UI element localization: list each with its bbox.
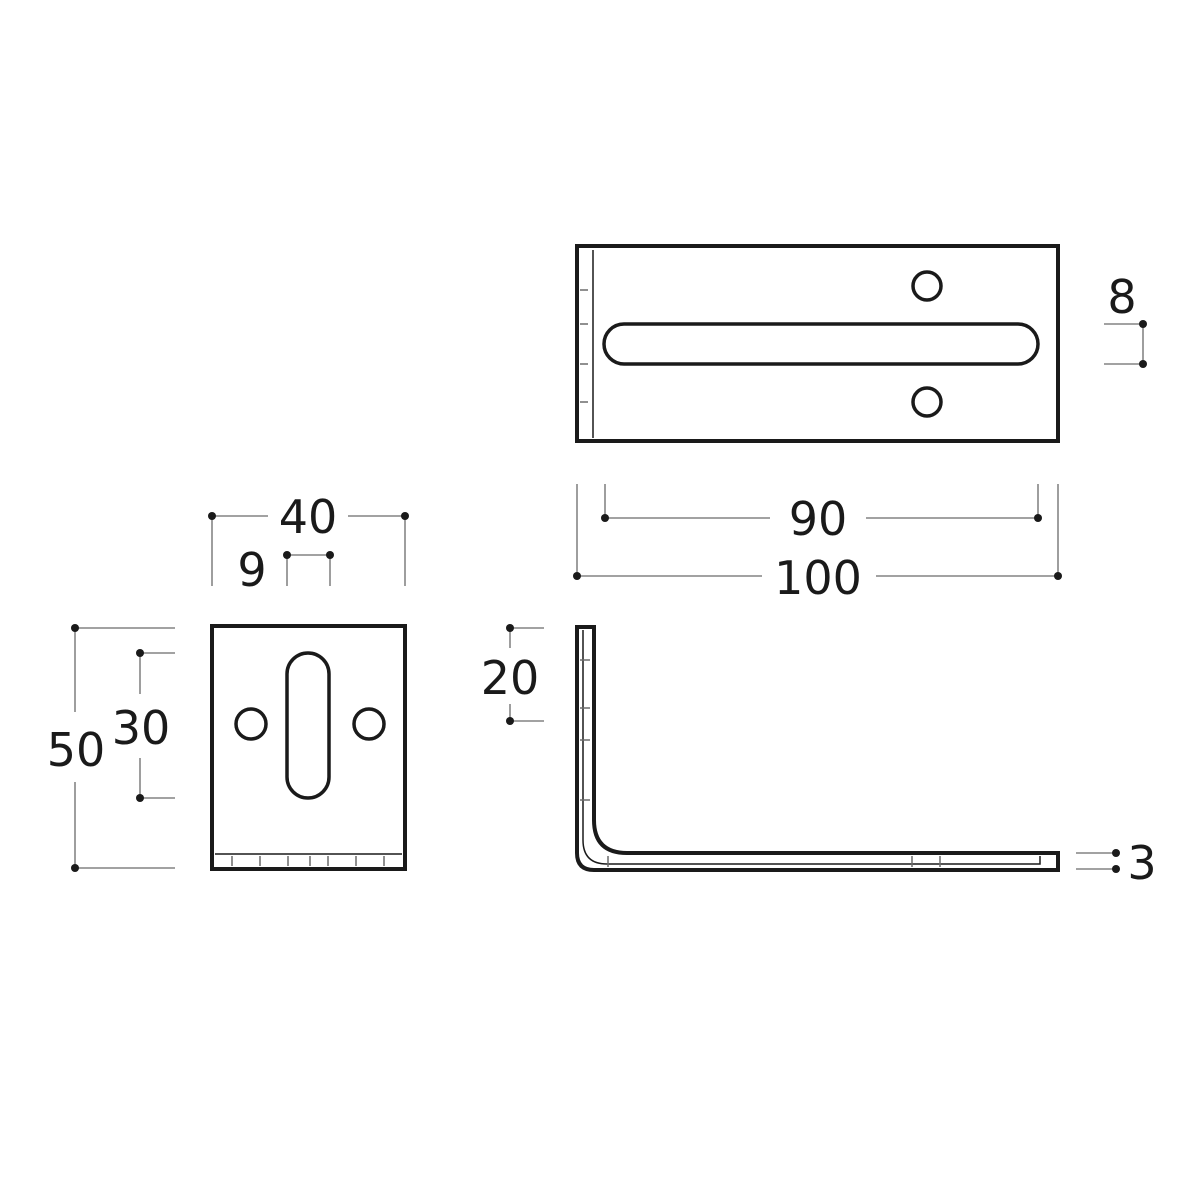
dimension-text-side-thickness: 3 <box>1127 836 1156 890</box>
plan-view-hole-bottom <box>911 386 943 418</box>
dimension-text-side-upstand-height: 20 <box>481 651 540 705</box>
dimension-side-upstand-height: 20 <box>481 624 544 725</box>
side-view <box>575 625 1060 872</box>
dimension-front-slot-width: 9 <box>237 543 334 597</box>
front-view-bend-ticks <box>231 856 385 866</box>
side-view-profile <box>575 625 1060 872</box>
front-view <box>210 624 407 871</box>
side-view-ticks <box>580 659 941 867</box>
dimension-text-plan-total-length: 100 <box>774 551 862 605</box>
dimension-text-front-width: 40 <box>279 490 338 544</box>
dimension-side-thickness: 3 <box>1076 836 1157 890</box>
dimension-plan-total-length: 100 <box>573 484 1062 605</box>
plan-view-bend-ticks <box>580 289 588 403</box>
dimension-text-plan-hole-spacing: 90 <box>789 492 848 546</box>
dimension-front-slot-height: 30 <box>112 649 175 802</box>
dimension-front-height: 50 <box>47 624 175 872</box>
dimension-text-plan-slot-width: 8 <box>1107 270 1136 324</box>
front-view-slot <box>285 651 331 800</box>
front-view-hole-left <box>234 707 268 741</box>
dimension-text-front-height: 50 <box>47 723 106 777</box>
dimension-text-front-slot-width: 9 <box>237 543 266 597</box>
dimension-plan-slot-width: 8 <box>1104 270 1147 368</box>
dimension-plan-hole-spacing: 90 <box>601 484 1042 546</box>
plan-view <box>575 244 1060 443</box>
dimension-text-front-slot-height: 30 <box>112 701 171 755</box>
plan-view-slot <box>602 322 1040 366</box>
front-view-hole-right <box>352 707 386 741</box>
side-view-inner-bend <box>582 630 1041 865</box>
plan-view-hole-top <box>911 270 943 302</box>
dimension-front-width: 40 <box>208 490 409 586</box>
